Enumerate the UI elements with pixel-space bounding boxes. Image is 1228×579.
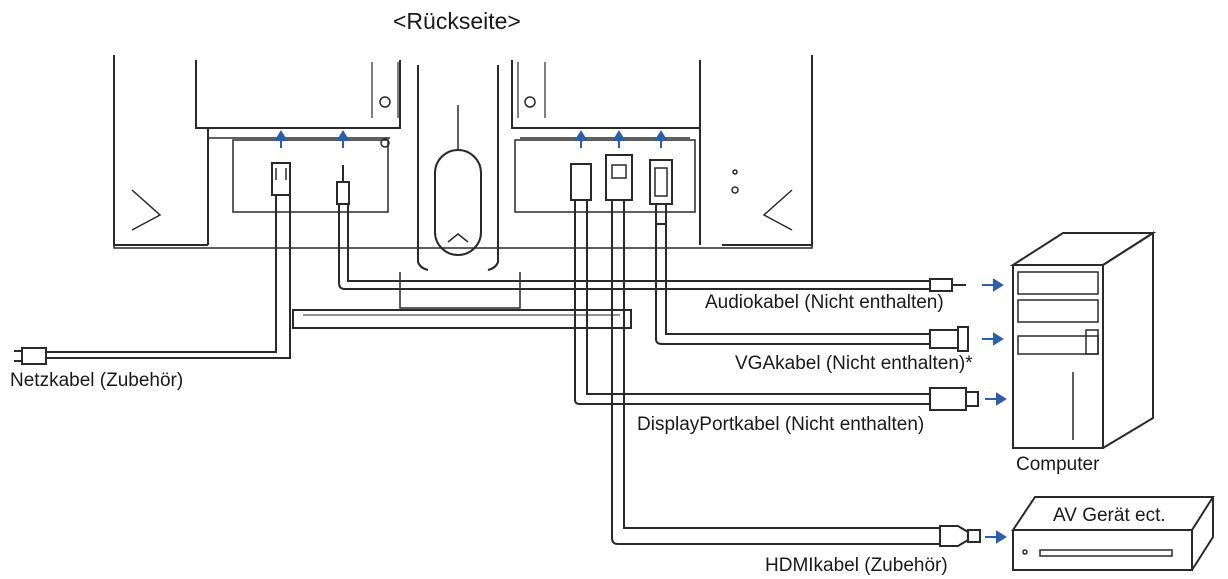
av-device-label: AV Gerät ect. — [1053, 505, 1166, 526]
computer-tower — [1009, 231, 1157, 449]
power-cable-label: Netzkabel (Zubehör) — [10, 370, 184, 391]
displayport-cable-label: DisplayPortkabel (Nicht enthalten) — [637, 414, 925, 435]
power-cable — [14, 162, 291, 365]
displayport-cable — [570, 163, 979, 411]
audio-cable — [336, 165, 966, 292]
diagram-title: <Rückseite> — [393, 8, 521, 34]
av-device — [1011, 496, 1215, 571]
vga-cable — [649, 159, 969, 352]
hdmi-cable-label: HDMIkabel (Zubehör) — [765, 555, 948, 576]
hdmi-cable — [605, 154, 981, 547]
vga-cable-label: VGAkabel (Nicht enthalten)* — [735, 353, 973, 374]
computer-label: Computer — [1016, 454, 1100, 475]
audio-cable-label: Audiokabel (Nicht enthalten) — [705, 292, 944, 313]
connection-arrows — [274, 130, 1007, 544]
monitor-back — [113, 55, 813, 329]
